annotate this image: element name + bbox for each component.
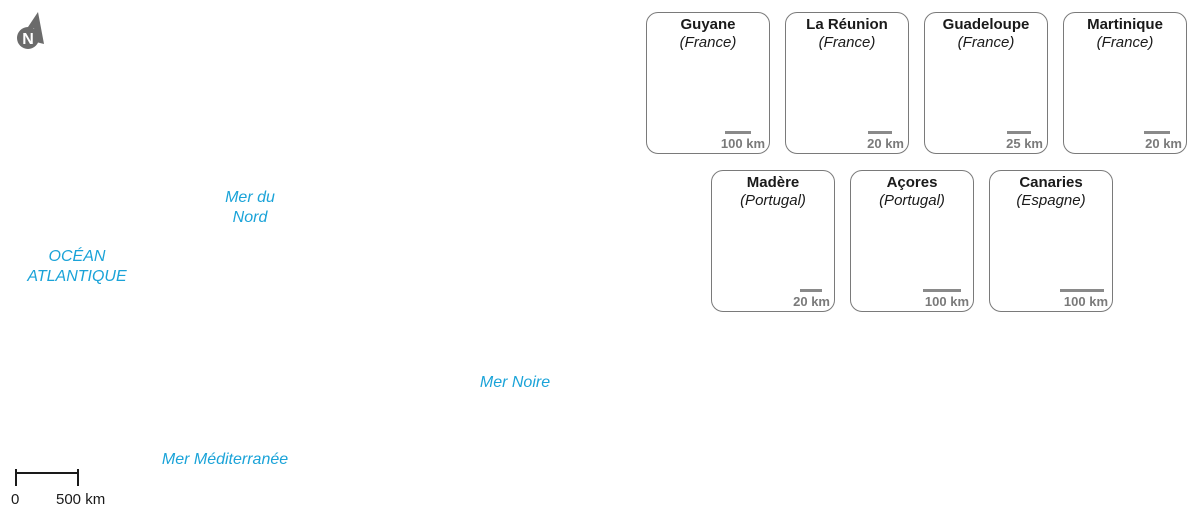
inset-la-reunion: La Réunion (France) 20 km [785,12,909,154]
inset-scale-bar [1060,289,1104,292]
sea-label-black-sea: Mer Noire [479,374,551,391]
inset-scale-label: 25 km [1006,136,1043,151]
inset-title: Martinique [1087,16,1163,33]
scale-label-end: 500 km [56,491,106,508]
inset-country: (France) [957,34,1015,51]
north-arrow-icon: N [17,12,44,49]
sea-label-atlantic: OCÉAN ATLANTIQUE [27,248,127,285]
inset-title: Guadeloupe [942,16,1030,33]
inset-martinique: Martinique (France) 20 km [1063,12,1187,154]
inset-scale-bar [923,289,961,292]
north-label: N [22,31,34,48]
inset-scale-label: 20 km [1145,136,1182,151]
sea-label-north-sea: Mer du Nord [225,189,275,226]
inset-scale-bar [1144,131,1170,134]
inset-scale-bar [868,131,892,134]
inset-country: (France) [818,34,876,51]
inset-country: (France) [1096,34,1154,51]
inset-country: (France) [679,34,737,51]
inset-canaries: Canaries (Espagne) 100 km [989,170,1113,312]
inset-title: La Réunion [806,16,888,33]
inset-scale-bar [800,289,822,292]
inset-scale-label: 100 km [1063,294,1108,309]
inset-country: (Portugal) [879,192,945,209]
inset-scale-label: 100 km [720,136,765,151]
inset-country: (Espagne) [1016,192,1086,209]
inset-scale-bar [1007,131,1031,134]
inset-scale-label: 100 km [924,294,969,309]
inset-title: Canaries [1019,174,1083,191]
inset-scale-label: 20 km [793,294,830,309]
inset-madere: Madère (Portugal) 20 km [711,170,835,312]
inset-title: Guyane [680,16,736,33]
scale-label-start: 0 [11,491,20,508]
inset-title: Madère [746,174,800,191]
inset-guadeloupe: Guadeloupe (France) 25 km [924,12,1048,154]
inset-acores: Açores (Portugal) 100 km [850,170,974,312]
inset-country: (Portugal) [740,192,806,209]
inset-scale-label: 20 km [867,136,904,151]
inset-scale-bar [725,131,751,134]
map-scale-bar [15,469,79,486]
inset-title: Açores [886,174,938,191]
inset-guyane: Guyane (France) 100 km [646,12,770,154]
sea-label-mediterranean: Mer Méditerranée [161,451,289,468]
